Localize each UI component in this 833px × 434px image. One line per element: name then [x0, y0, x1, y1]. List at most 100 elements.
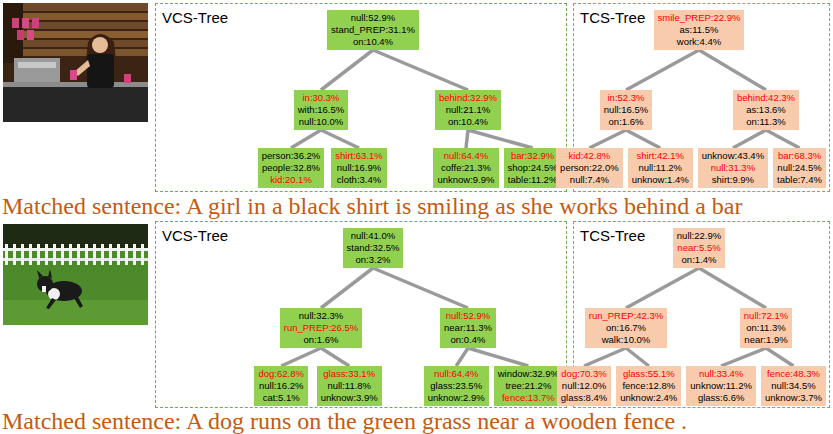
probability-entry: kid:42.8%: [560, 150, 619, 162]
probability-entry: null:16.5%: [604, 104, 648, 116]
probability-entry: smile_PREP:22.9%: [658, 12, 741, 24]
probability-entry: person:22.0%: [560, 162, 619, 174]
probability-entry: people:32.8%: [262, 162, 321, 174]
tree-branch: [626, 50, 699, 90]
probability-entry: null:34.5%: [765, 380, 822, 392]
pink-cup: [12, 18, 19, 28]
probability-entry: on:1.6%: [604, 116, 648, 128]
face: [92, 37, 108, 53]
probability-entry: null:64.4%: [428, 368, 485, 380]
panel-heading: VCS-Tree: [162, 227, 228, 245]
probability-entry: null:32.3%: [284, 310, 358, 322]
tree-branch: [373, 50, 468, 90]
photo-background: [3, 3, 148, 122]
probability-entry: shirt:9.9%: [702, 174, 764, 186]
panel-heading: TCS-Tree: [580, 227, 645, 245]
probability-entry: unknow:1.4%: [632, 174, 689, 186]
probability-entry: unknow:11.2%: [690, 380, 752, 392]
fence-picket: [117, 244, 120, 265]
black-shirt: [87, 54, 114, 88]
probability-entry: bar:32.9%: [508, 150, 558, 162]
panel-heading: VCS-Tree: [162, 9, 228, 27]
probability-entry: null:21.1%: [439, 104, 497, 116]
grass-light: [3, 300, 148, 325]
probability-entry: cloth:3.4%: [335, 174, 383, 186]
probability-entry: walk:10.0%: [589, 334, 663, 346]
probability-entry: kid:20.1%: [262, 174, 321, 186]
probability-entry: cat:5.1%: [258, 392, 303, 404]
probability-entry: with:16.5%: [298, 104, 344, 116]
probability-entry: table:11.2%: [508, 174, 558, 186]
log-wall: [3, 40, 148, 47]
probability-entry: fence:48.3%: [765, 368, 822, 380]
probability-entry: unknow:9.9%: [437, 174, 494, 186]
vcs-tree-node: null:41.0%stand:32.5%on:3.2%: [343, 228, 404, 268]
fence-picket: [69, 244, 72, 265]
probability-entry: work:4.4%: [658, 36, 741, 48]
probability-entry: unknow:3.7%: [765, 392, 822, 404]
tree-branch: [281, 348, 321, 366]
probability-entry: on:11.3%: [737, 116, 795, 128]
matched-sentence-caption: Matched sentence: A dog runs on the gree…: [2, 408, 687, 434]
probability-entry: on:11.3%: [744, 322, 788, 334]
vcs-tree-node: glass:33.1%null:11.8%unknow:3.9%: [317, 366, 382, 406]
probability-entry: null:12.0%: [561, 380, 607, 392]
probability-entry: null:64.4%: [437, 150, 494, 162]
vcs-tree-node: bar:32.9%shop:24.5%table:11.2%: [504, 148, 562, 188]
tcs-tree-node: run_PREP:42.3%on:16.7%walk:10.0%: [585, 308, 667, 348]
espresso-machine: [14, 58, 60, 84]
tcs-tree-node: bar:68.3%null:24.5%table:7.4%: [773, 148, 826, 188]
probability-entry: glass:33.1%: [321, 368, 378, 380]
tree-branch: [626, 130, 660, 148]
vcs-tree-node: shirt:63.1%null:16.9%cloth:3.4%: [331, 148, 387, 188]
probability-entry: bar:68.3%: [777, 150, 822, 162]
probability-entry: coffe:21.3%: [437, 162, 494, 174]
probability-entry: on:3.2%: [347, 254, 400, 266]
panel-heading: TCS-Tree: [580, 9, 645, 27]
probability-entry: on:10.4%: [439, 116, 497, 128]
log-wall: [3, 31, 148, 38]
probability-entry: window:32.9%: [498, 368, 559, 380]
tcs-tree-node: behind:42.3%as:13.6%on:11.3%: [733, 90, 799, 130]
dog-ears: [37, 269, 52, 278]
pink-cup: [124, 74, 131, 83]
tcs-tree-node: smile_PREP:22.9%as:11.5%work:4.4%: [654, 10, 745, 50]
tcs-tree-panel: TCS-Treenull:22.9%near:5.5%on:1.4%run_PR…: [573, 221, 830, 408]
probability-entry: dog:62.8%: [258, 368, 303, 380]
vcs-tree-node: null:64.4%glass:23.5%unknow:2.9%: [424, 366, 489, 406]
vcs-tree-panel: VCS-Tree null:41.0%stand:32.5%on:3.2% null…: [155, 221, 567, 408]
probability-entry: stand_PREP:31.1%: [331, 24, 415, 36]
probability-entry: on:0.4%: [444, 334, 492, 346]
probability-entry: null:16.2%: [258, 380, 303, 392]
grass: [3, 224, 148, 325]
probability-entry: near:5.5%: [677, 242, 721, 254]
probability-entry: null:72.1%: [744, 310, 788, 322]
probability-entry: fence:13.7%: [498, 392, 559, 404]
vcs-tree-node: null:32.3%run_PREP:26.5%on:1.6%: [280, 308, 362, 348]
log-wall: [3, 3, 148, 11]
tcs-tree-node: unknow:43.4%null:31.3%shirt:9.9%: [698, 148, 768, 188]
probability-entry: unknow:2.4%: [620, 392, 677, 404]
probability-entry: near:11.3%: [444, 322, 492, 334]
fence-picket: [53, 244, 56, 265]
tree-branch: [699, 50, 766, 90]
pink-cup: [32, 18, 39, 28]
vcs-tree-node: null:52.9%near:11.3%on:0.4%: [440, 308, 496, 348]
probability-entry: run_PREP:26.5%: [284, 322, 358, 334]
probability-entry: null:7.4%: [560, 174, 619, 186]
espresso-machine: [18, 62, 56, 68]
fence-picket: [133, 244, 136, 265]
fence-picket: [77, 244, 80, 265]
fence-picket: [109, 244, 112, 265]
probability-entry: glass:8.4%: [561, 392, 607, 404]
fence-picket: [29, 244, 32, 265]
dog-photo: [3, 224, 148, 325]
tree-branch: [584, 348, 626, 366]
fence-picket: [101, 244, 104, 265]
probability-entry: dog:70.3%: [561, 368, 607, 380]
probability-entry: person:36.2%: [262, 150, 321, 162]
probability-entry: null:52.9%: [444, 310, 492, 322]
tree-branch: [373, 268, 468, 308]
probability-entry: null:24.5%: [777, 162, 822, 174]
